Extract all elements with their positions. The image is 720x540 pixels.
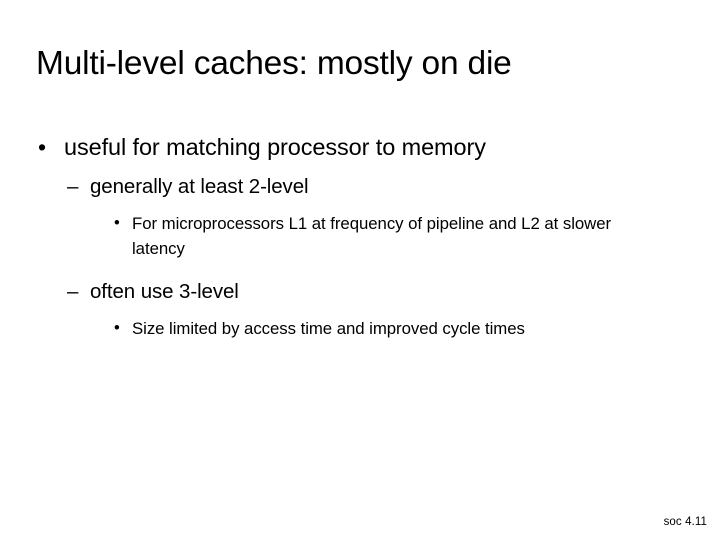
outline-item-level2: – often use 3-level [0,278,720,306]
bullet-dot-icon: • [114,214,120,232]
outline-item-level3: • For microprocessors L1 at frequency of… [0,211,720,261]
bullet-dot-icon: • [114,319,120,337]
outline-item-text: generally at least 2-level [90,175,309,198]
slide-footer-note: soc 4.11 [663,516,707,528]
bullet-dash-icon: – [67,175,79,198]
outline-item-level2: – generally at least 2-level [0,173,720,201]
outline-item-text: often use 3-level [90,280,239,303]
bullet-dash-icon: – [67,280,79,303]
bullet-dot-icon: • [38,134,47,160]
outline-item-level3: • Size limited by access time and improv… [0,316,720,341]
outline-item-text: useful for matching processor to memory [64,134,486,160]
slide-title: Multi-level caches: mostly on die [36,45,512,82]
outline-item-text: Size limited by access time and improved… [132,319,525,338]
outline-item-level1: • useful for matching processor to memor… [0,132,720,163]
outline-item-text: For microprocessors L1 at frequency of p… [132,214,612,258]
slide-body-outline: • useful for matching processor to memor… [0,132,720,343]
